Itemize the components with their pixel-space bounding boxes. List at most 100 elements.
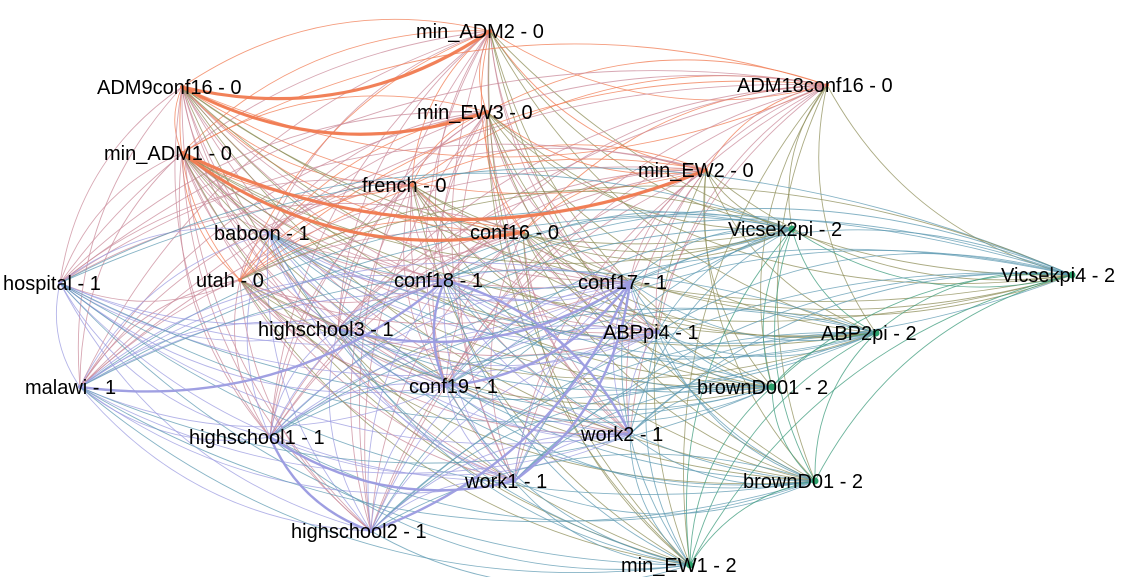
edge-conf19-work1 [445, 385, 515, 482]
node-label-utah: utah - 0 [196, 270, 264, 292]
node-conf17[interactable]: conf17 - 1 [578, 272, 667, 294]
node-label-ABPpi4: ABPpi4 - 1 [603, 322, 699, 344]
edge-min_ADM1-ABP2pi [181, 152, 877, 347]
edge-Vicsekpi4-conf18 [444, 208, 1073, 281]
node-ADM18conf16[interactable]: ADM18conf16 - 0 [737, 75, 893, 97]
node-label-min_EW3: min_EW3 - 0 [417, 102, 533, 124]
node-french[interactable]: french - 0 [362, 175, 446, 197]
edge-conf18-brownD001 [444, 279, 773, 390]
edge-min_EW3-min_ADM1 [181, 95, 488, 154]
node-dot-Vicsekpi4 [1068, 271, 1076, 279]
node-highschool3[interactable]: highschool3 - 1 [258, 319, 394, 341]
edge-highschool3-highschool1 [269, 328, 339, 438]
edge-ADM18conf16-min_EW1 [683, 84, 828, 566]
edge-conf17-work1 [513, 281, 631, 482]
strong-edge-work1-conf17 [513, 281, 632, 482]
node-min_ADM2[interactable]: min_ADM2 - 0 [416, 21, 544, 43]
edge-ADM18conf16-min_ADM1 [181, 43, 828, 154]
edge-conf16-conf17 [522, 231, 631, 283]
node-dot-brownD01 [811, 477, 819, 485]
edge-malawi-conf19 [79, 385, 447, 428]
edge-ADM9conf16-ADM18conf16 [181, 84, 828, 158]
edge-conf17-brownD01 [629, 281, 816, 482]
edge-ABPpi4-work1 [513, 331, 659, 482]
edge-french-hospital [59, 179, 413, 284]
edge-highschool1-brownD01 [269, 436, 816, 522]
edge-min_EW2-brownD001 [703, 169, 773, 388]
edge-ADM9conf16-malawi [77, 86, 183, 388]
node-malawi[interactable]: malawi - 1 [25, 377, 116, 399]
edge-conf17-ABPpi4 [629, 281, 659, 333]
edge-ADM9conf16-conf18 [181, 86, 446, 281]
node-dot-french [410, 183, 414, 187]
node-work1[interactable]: work1 - 1 [464, 471, 547, 493]
node-Vicsekpi4[interactable]: Vicsekpi4 - 2 [1001, 265, 1115, 287]
edge-Vicsek2pi-conf19 [445, 228, 793, 387]
node-conf19[interactable]: conf19 - 1 [409, 376, 498, 398]
node-min_ADM1[interactable]: min_ADM1 - 0 [104, 143, 232, 165]
node-min_EW1[interactable]: min_EW1 - 2 [621, 555, 737, 577]
edge-conf19-brownD001 [445, 385, 773, 423]
strong-edge-conf19-conf17 [445, 281, 631, 388]
node-min_EW3[interactable]: min_EW3 - 0 [417, 102, 533, 124]
node-ABPpi4[interactable]: ABPpi4 - 1 [603, 322, 699, 344]
edge-conf18-ABP2pi [444, 279, 877, 359]
edge-baboon-hospital [59, 227, 270, 284]
strong-edge-ADM9conf16-min_ADM2 [181, 29, 491, 101]
edge-hospital-highschool1 [59, 282, 271, 438]
strong-edge-highschool2-conf17 [370, 281, 632, 533]
node-label-min_ADM2: min_ADM2 - 0 [416, 21, 544, 43]
node-conf18[interactable]: conf18 - 1 [394, 270, 483, 292]
edge-ADM9conf16-french [181, 86, 413, 186]
edge-conf17-brownD001 [629, 281, 773, 388]
node-dot-brownD001 [768, 383, 776, 391]
edge-conf16-Vicsek2pi [522, 228, 793, 261]
edge-work1-min_EW1 [513, 480, 691, 566]
edge-hospital-conf18 [59, 279, 446, 325]
edge-utah-work2 [239, 279, 631, 435]
node-Vicsek2pi[interactable]: Vicsek2pi - 2 [728, 219, 842, 241]
node-baboon[interactable]: baboon - 1 [214, 223, 310, 245]
edge-min_ADM2-Vicsek2pi [489, 30, 793, 230]
node-dot-min_EW3 [485, 110, 489, 114]
edge-Vicsek2pi-highschool3 [337, 216, 793, 330]
edge-baboon-ABP2pi [268, 232, 877, 360]
edge-highschool3-ABP2pi [337, 328, 877, 391]
edge-min_ADM2-conf16 [480, 30, 524, 233]
node-ADM9conf16[interactable]: ADM9conf16 - 0 [97, 77, 242, 99]
strong-edge-conf18-conf19 [432, 279, 448, 387]
node-dot-malawi [78, 385, 82, 389]
node-hospital[interactable]: hospital - 1 [3, 273, 101, 295]
node-dot-min_ADM1 [180, 151, 184, 155]
node-label-french: french - 0 [362, 175, 446, 197]
edge-utah-conf19 [239, 279, 447, 387]
edge-work2-highschool2 [370, 432, 631, 532]
edge-hospital-utah [59, 279, 241, 302]
node-conf16[interactable]: conf16 - 0 [470, 222, 559, 244]
strong-edge-work2-conf18 [444, 278, 632, 435]
edge-min_EW2-highschool2 [370, 169, 707, 532]
node-highschool2[interactable]: highschool2 - 1 [291, 521, 427, 543]
node-ABP2pi[interactable]: ABP2pi - 2 [821, 323, 917, 345]
node-label-highschool1: highschool1 - 1 [189, 427, 325, 449]
edge-brownD001-brownD01 [771, 386, 816, 482]
edge-conf17-highschool1 [269, 281, 631, 438]
node-highschool1[interactable]: highschool1 - 1 [189, 427, 325, 449]
edge-ADM18conf16-baboon [268, 74, 828, 234]
node-min_EW2[interactable]: min_EW2 - 0 [638, 160, 754, 182]
edge-french-work1 [410, 184, 515, 482]
node-brownD01[interactable]: brownD01 - 2 [743, 471, 863, 493]
edge-ADM9conf16-Vicsekpi4 [181, 86, 1073, 302]
edge-conf18-brownD01 [444, 279, 816, 482]
edge-Vicsek2pi-highschool2 [370, 228, 793, 532]
node-label-Vicsekpi4: Vicsekpi4 - 2 [1001, 265, 1115, 287]
node-label-work1: work1 - 1 [464, 471, 547, 493]
edge-min_ADM1-hospital [59, 152, 183, 284]
edge-highschool1-min_EW1 [269, 436, 691, 570]
node-brownD001[interactable]: brownD001 - 2 [697, 377, 828, 399]
node-dot-utah [238, 278, 242, 282]
edge-min_EW2-french [411, 144, 707, 186]
strong-edge-highschool3-conf17 [337, 280, 631, 344]
node-work2[interactable]: work2 - 1 [580, 424, 663, 446]
node-utah[interactable]: utah - 0 [196, 270, 264, 292]
